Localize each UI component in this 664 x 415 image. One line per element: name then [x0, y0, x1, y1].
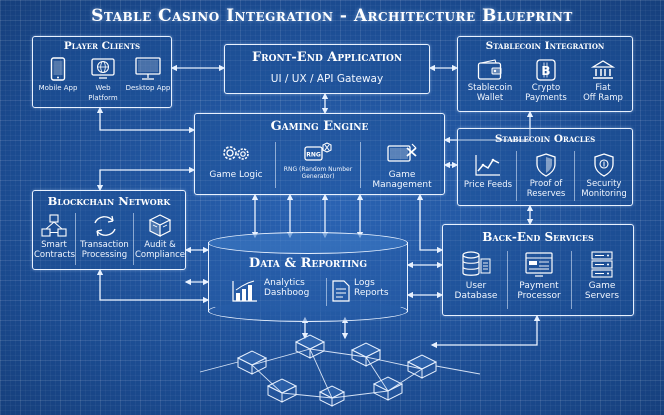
gaming-engine-title: Gaming Engine: [270, 119, 369, 134]
audit-compliance: Audit & Compliance: [134, 214, 186, 260]
crypto-payments: B Crypto Payments: [520, 59, 572, 103]
oracles-box: Stablecoin Oracles Price Feeds Proof of …: [457, 128, 633, 206]
blockchain-separator: [133, 213, 134, 265]
client-web: Web Platform: [80, 57, 126, 103]
blockchain-box: Blockchain Network Smart Contracts Trans…: [32, 190, 186, 270]
data-separator: [326, 278, 327, 306]
server-rack-icon: [591, 251, 613, 278]
rng-icon: RNG: [304, 142, 332, 161]
payment-processor: Payment Processor: [509, 251, 569, 301]
wallet-icon: [477, 59, 502, 80]
security-shield-icon: [594, 153, 614, 177]
game-logic: Game Logic: [199, 142, 273, 180]
smart-contracts: Smart Contracts: [34, 214, 75, 260]
backend-separator: [571, 251, 572, 309]
blockchain-separator: [75, 213, 76, 265]
user-database: User Database: [447, 251, 505, 301]
analytics-dashboard: Analytics Dashboog: [232, 278, 326, 302]
audit-compliance-label: Audit & Compliance: [134, 240, 186, 260]
proof-of-reserves: Proof of Reserves: [518, 153, 574, 199]
frontend-subtitle: UI / UX / API Gateway: [270, 73, 384, 85]
svg-text:B: B: [541, 64, 550, 78]
stablecoin-integration-box: Stablecoin Integration Stablecoin Wallet…: [457, 36, 633, 112]
data-reporting-store: Data & Reporting Analytics Dashboog Logs…: [208, 232, 408, 322]
client-desktop-label: Desktop App: [125, 84, 171, 92]
game-management-label: Game Management: [372, 170, 432, 190]
game-management: Game Management: [361, 142, 443, 190]
smart-contracts-label: Smart Contracts: [34, 240, 75, 260]
bitcoin-icon: B: [536, 59, 556, 81]
monitor-icon: [135, 57, 161, 80]
oracles-separator: [516, 151, 517, 201]
audit-cube-icon: [148, 214, 172, 237]
stablecoin-wallet-label: Stablecoin Wallet: [467, 83, 513, 103]
logs-reports: Logs Reports: [332, 278, 402, 302]
player-clients-box: Player Clients Mobile App Web Platform: [32, 36, 172, 108]
page-title: Stable Casino Integration - Architecture…: [91, 6, 573, 26]
gaming-separator: [360, 142, 361, 188]
document-icon: [332, 280, 350, 302]
gaming-separator: [275, 142, 276, 188]
blockchain-title: Blockchain Network: [47, 194, 171, 208]
frontend-box: Front-End Application UI / UX / API Gate…: [224, 44, 430, 94]
globe-icon: [91, 58, 115, 79]
cylinder-bottom: [208, 300, 408, 322]
game-servers: Game Servers: [573, 251, 631, 301]
rng-badge: RNG: [306, 152, 321, 159]
gaming-engine-box: Gaming Engine Game Logic RNG RNG (Random…: [194, 113, 445, 195]
phone-icon: [50, 57, 66, 81]
security-monitoring: Security Monitoring: [576, 153, 632, 199]
data-reporting-title: Data & Reporting: [248, 256, 368, 271]
crypto-payments-label: Crypto Payments: [525, 83, 567, 103]
line-chart-icon: [475, 155, 500, 176]
security-monitoring-label: Security Monitoring: [581, 179, 627, 199]
transaction-arrows-icon: [93, 215, 116, 237]
shield-icon: [536, 153, 556, 177]
proof-of-reserves-label: Proof of Reserves: [526, 179, 566, 199]
network-icon: [41, 214, 67, 237]
gears-icon: [223, 146, 249, 160]
logs-reports-label: Logs Reports: [354, 278, 389, 298]
bank-icon: [591, 60, 615, 79]
rng: RNG RNG (Random Number Generator): [277, 142, 359, 180]
payment-screen-icon: [525, 252, 553, 277]
game-logic-label: Game Logic: [209, 170, 263, 180]
stablecoin-integration-title: Stablecoin Integration: [485, 40, 605, 52]
cylinder-top: [208, 232, 408, 254]
frontend-title: Front-End Application: [251, 50, 403, 65]
client-mobile: Mobile App: [37, 57, 79, 93]
stablecoin-wallet: Stablecoin Wallet: [464, 59, 516, 103]
fiat-off-ramp-label: Fiat Off Ramp: [583, 83, 623, 103]
fiat-off-ramp: Fiat Off Ramp: [576, 59, 630, 103]
oracles-separator: [574, 151, 575, 201]
transaction-processing: Transaction Processing: [76, 214, 133, 260]
backend-box: Back-End Services User Database: [442, 224, 634, 316]
bar-chart-icon: [232, 280, 257, 302]
oracles-title: Stablecoin Oracles: [494, 133, 596, 145]
user-database-label: User Database: [454, 281, 498, 301]
price-feeds-label: Price Feeds: [463, 180, 513, 190]
transaction-processing-label: Transaction Processing: [80, 240, 129, 260]
game-controller-icon: [387, 143, 417, 162]
game-servers-label: Game Servers: [584, 281, 620, 301]
client-desktop: Desktop App: [125, 57, 171, 93]
analytics-dashboard-label: Analytics Dashboog: [264, 278, 310, 298]
client-web-label: Web Platform: [88, 84, 118, 102]
player-clients-title: Player Clients: [63, 40, 141, 52]
payment-processor-label: Payment Processor: [517, 281, 561, 301]
backend-title: Back-End Services: [482, 230, 594, 244]
rng-label: RNG (Random Number Generator): [283, 166, 353, 180]
backend-separator: [507, 251, 508, 309]
price-feeds: Price Feeds: [461, 153, 515, 190]
client-mobile-label: Mobile App: [38, 84, 78, 92]
database-icon: [462, 251, 491, 276]
